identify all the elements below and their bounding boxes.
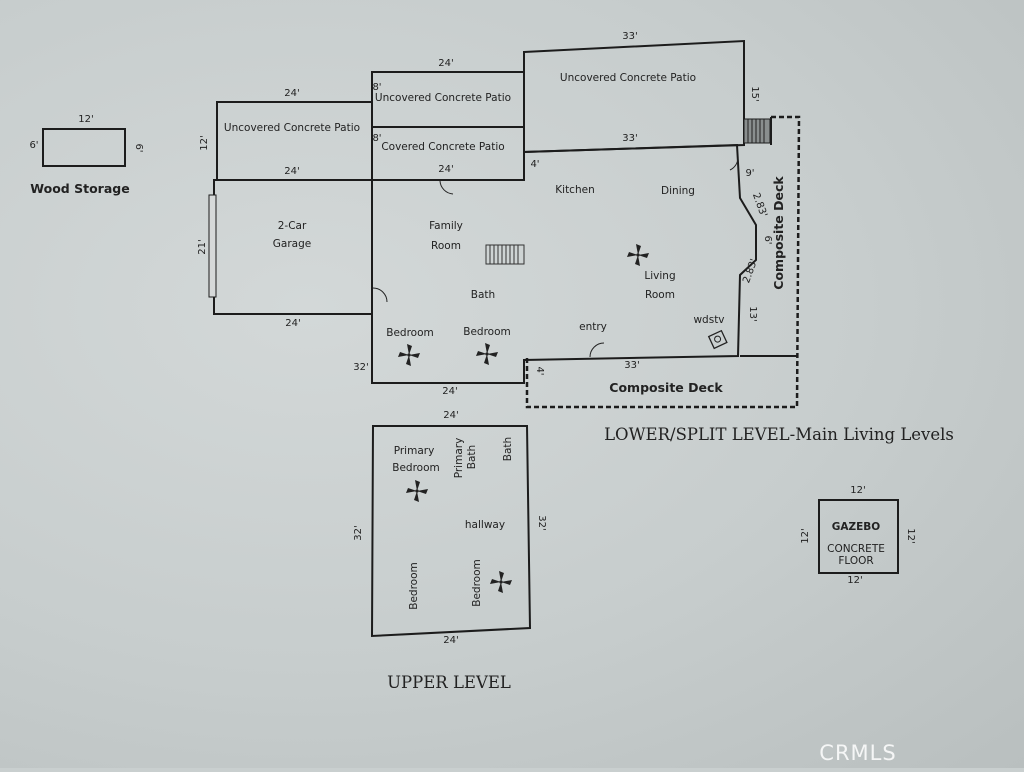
gazebo-dim-bottom: 12' — [847, 575, 862, 586]
door-swing-icon — [372, 287, 388, 303]
patio-left-dim-bottom: 24' — [284, 166, 299, 177]
upper-dim-top: 24' — [443, 410, 458, 421]
patio-mid-dim-left: 8' — [372, 82, 381, 93]
family-room-label-line1: Family — [429, 220, 463, 232]
wood-storage-outline — [42, 128, 126, 167]
lower-level-title: LOWER/SPLIT LEVEL-Main Living Levels — [604, 425, 954, 444]
primary-bath-label-line2: Bath — [466, 445, 478, 469]
wood-storage-dim-left: 6' — [29, 140, 38, 151]
door-swing-icon — [729, 157, 739, 171]
composite-deck-outline — [525, 115, 801, 409]
dim-32: 32' — [353, 362, 368, 373]
upper-level-title: UPPER LEVEL — [387, 673, 511, 692]
gazebo-outline — [818, 499, 899, 574]
patio-right-label: Uncovered Concrete Patio — [560, 72, 696, 84]
upper-bedroom-right-label: Bedroom — [471, 559, 483, 607]
entry-label: entry — [579, 321, 607, 333]
upper-bedroom-left-label: Bedroom — [408, 562, 420, 610]
wood-storage-dim-top: 12' — [78, 114, 93, 125]
ceiling-fan-icon — [476, 343, 498, 365]
ceiling-fan-icon — [398, 344, 420, 366]
covered-patio-dim-bottom: 24' — [438, 164, 453, 175]
patio-right-outline — [523, 39, 745, 154]
upper-level-outline — [370, 425, 532, 638]
ceiling-fan-icon — [406, 480, 428, 502]
family-room-label-line2: Room — [431, 240, 461, 252]
bedroom-label: Bedroom — [463, 326, 511, 338]
door-swing-icon — [589, 342, 605, 358]
gazebo-title: GAZEBO — [832, 521, 881, 533]
upper-level: 24' 32' 32' 24' Primary Bedroom Primary … — [353, 410, 547, 646]
deck-stairs-icon — [743, 118, 771, 144]
dining-label: Dining — [661, 185, 695, 197]
gazebo-dim-right: 12' — [905, 528, 916, 543]
composite-deck-right-label: Composite Deck — [771, 176, 786, 290]
upper-dim-left: 32' — [353, 525, 364, 540]
bedroom-label: Bedroom — [386, 327, 434, 339]
wood-storage-dim-right: 6' — [133, 143, 144, 152]
ceiling-fan-icon — [627, 244, 649, 266]
gazebo-label-line2: FLOOR — [838, 555, 873, 567]
wood-storage: 12' 6' 6' Wood Storage — [29, 114, 144, 196]
dim-2-83-lower: 2.83' — [741, 258, 760, 285]
lower-level: 24' 12' 24' 24' 8' 8' 24' 33' 15' 33' 21… — [197, 31, 801, 409]
dim-2-83-upper: 2.83' — [750, 192, 769, 219]
patio-mid-dim-top: 24' — [438, 58, 453, 69]
primary-bath-label-line1: Primary — [453, 438, 465, 479]
garage-door — [208, 194, 217, 298]
covered-patio-label: Covered Concrete Patio — [381, 141, 504, 153]
bath-label: Bath — [471, 289, 495, 301]
deck-dim-33: 33' — [624, 360, 639, 371]
stairs-icon — [485, 244, 525, 265]
living-room-label-line2: Room — [645, 289, 675, 301]
gazebo-dim-top: 12' — [850, 485, 865, 496]
watermark: CRMLS — [819, 741, 896, 765]
ceiling-fan-icon — [490, 571, 512, 593]
dim-6: 6' — [762, 235, 773, 244]
patio-left-dim-top: 24' — [284, 88, 299, 99]
dim-13: 13' — [747, 306, 758, 321]
door-swing-icon — [439, 180, 454, 195]
dim-24: 24' — [442, 386, 457, 397]
garage-dim-bottom: 24' — [285, 318, 300, 329]
primary-bedroom-label-line1: Primary — [394, 445, 435, 457]
patio-left-label: Uncovered Concrete Patio — [224, 122, 360, 134]
wood-stove-icon — [707, 329, 728, 350]
living-room-label-line1: Living — [644, 270, 675, 282]
wood-storage-title: Wood Storage — [30, 181, 129, 196]
gazebo-label-line1: CONCRETE — [827, 543, 885, 555]
dim-4: 4' — [530, 159, 539, 170]
patio-right-dim-top: 33' — [622, 31, 637, 42]
garage-dim-left: 21' — [197, 239, 208, 254]
primary-bedroom-label-line2: Bedroom — [392, 462, 440, 474]
upper-dim-bottom: 24' — [443, 635, 458, 646]
gazebo-dim-left: 12' — [800, 528, 811, 543]
gazebo: 12' 12' 12' 12' GAZEBO CONCRETE FLOOR — [800, 485, 916, 586]
covered-patio-dim-left: 8' — [372, 133, 381, 144]
composite-deck-bottom-label: Composite Deck — [609, 380, 723, 395]
patio-mid-label: Uncovered Concrete Patio — [375, 92, 511, 104]
main-house-outline — [371, 143, 757, 384]
patio-right-dim-bottom: 33' — [622, 133, 637, 144]
hallway-label: hallway — [465, 519, 505, 531]
dim-9: 9' — [745, 168, 754, 179]
kitchen-label: Kitchen — [555, 184, 594, 196]
patio-right-dim-right: 15' — [749, 86, 760, 101]
garage-label-line2: Garage — [273, 238, 311, 250]
upper-dim-right: 32' — [536, 515, 547, 530]
upper-bath-label: Bath — [502, 437, 514, 461]
deck-dim-4: 4' — [534, 366, 545, 375]
garage-label-line1: 2-Car — [278, 220, 307, 232]
wdstv-label: wdstv — [693, 314, 724, 326]
patio-left-dim-left: 12' — [199, 135, 210, 150]
